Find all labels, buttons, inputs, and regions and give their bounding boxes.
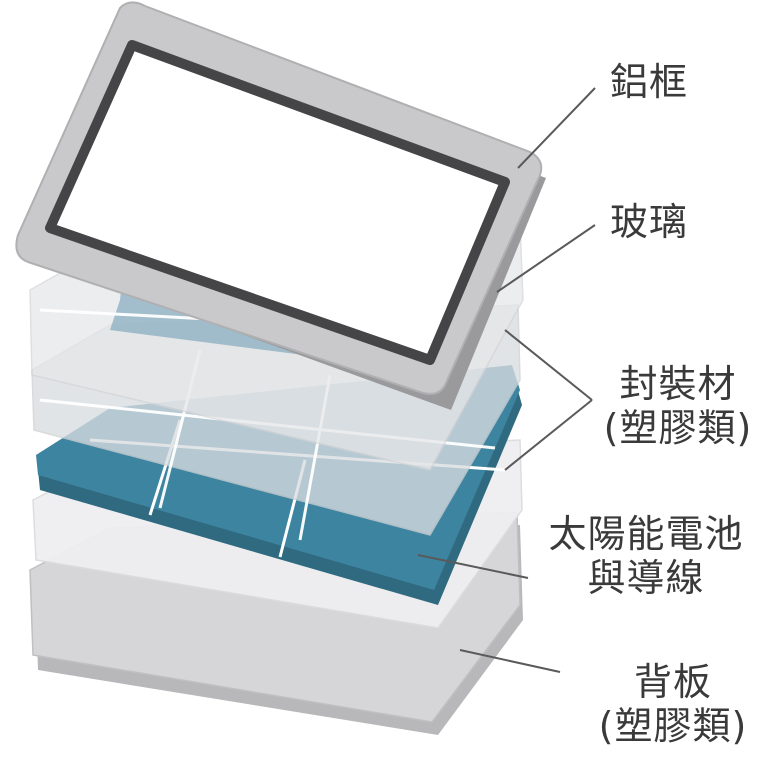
encapsulant-label-line1: 封裝材	[619, 362, 737, 406]
leader-line-frame	[517, 87, 596, 169]
encapsulant-label: 封裝材 (塑膠類)	[600, 362, 756, 450]
encapsulant-label-line2: (塑膠類)	[603, 406, 753, 450]
leader-line-encapsulant-upper	[504, 329, 593, 401]
aluminum-frame	[15, 1, 546, 410]
leader-line-backsheet	[459, 649, 561, 673]
leader-line-cells	[417, 554, 529, 579]
frame-label: 鋁框	[610, 60, 689, 104]
leader-line-encapsulant-lower	[504, 399, 593, 471]
backsheet-label: 背板 (塑膠類)	[595, 660, 751, 748]
backsheet-label-line1: 背板	[633, 660, 712, 704]
solar-cells-label: 太陽能電池 與導線	[535, 512, 757, 600]
solar-cells-label-line2: 與導線	[587, 556, 705, 600]
solar-cells-label-line1: 太陽能電池	[548, 512, 744, 556]
glass-label: 玻璃	[610, 200, 689, 244]
backsheet-label-line2: (塑膠類)	[598, 704, 748, 748]
leader-line-glass	[496, 224, 596, 293]
leader-lines	[417, 87, 596, 673]
